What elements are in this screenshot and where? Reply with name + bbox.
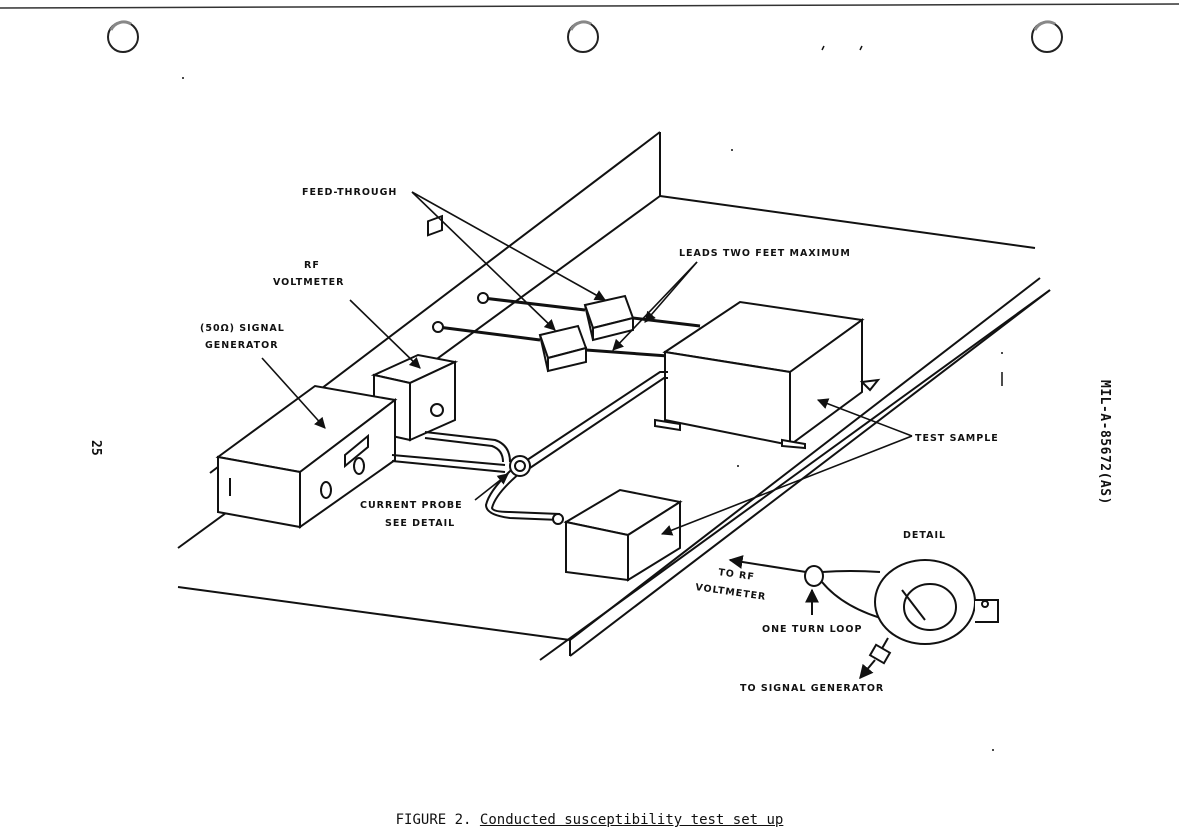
label-rf-voltmeter-1: RF xyxy=(304,260,320,271)
binder-hole-left xyxy=(107,20,139,53)
leader-lines xyxy=(261,191,913,536)
label-signal-generator-2: GENERATOR xyxy=(205,340,279,351)
signal-generator-box xyxy=(215,384,398,529)
scan-specks xyxy=(182,45,1003,751)
test-sample-box xyxy=(654,300,881,450)
page-number: 25 xyxy=(88,440,103,456)
label-leads: LEADS TWO FEET MAXIMUM xyxy=(679,248,851,259)
load-box xyxy=(563,488,683,582)
label-current-probe-2: SEE DETAIL xyxy=(385,518,455,529)
caption-title: Conducted susceptibility test set up xyxy=(479,812,784,828)
binder-hole-center xyxy=(567,20,599,53)
label-to-rf-1: TO RF xyxy=(718,567,756,583)
figure-caption: FIGURE 2. Conducted susceptibility test … xyxy=(0,812,1179,828)
label-detail: DETAIL xyxy=(903,530,946,541)
label-signal-generator-1: (50Ω) SIGNAL xyxy=(200,323,285,334)
page-top-edge xyxy=(0,3,1179,9)
label-feed-through: FEED-THROUGH xyxy=(302,187,397,198)
caption-prefix: FIGURE 2. xyxy=(395,812,472,828)
label-rf-voltmeter-2: VOLTMETER xyxy=(273,277,344,288)
binder-hole-right xyxy=(1031,20,1063,53)
label-to-signal-generator: TO SIGNAL GENERATOR xyxy=(740,683,884,694)
feed-through-lower xyxy=(432,321,669,373)
feed-through-upper xyxy=(477,292,701,342)
label-current-probe-1: CURRENT PROBE xyxy=(360,500,463,511)
current-probe-detail xyxy=(728,555,999,680)
label-to-rf-2: VOLTMETER xyxy=(695,582,767,603)
label-test-sample: TEST SAMPLE xyxy=(915,433,999,444)
document-id: MIL-A-85672(AS) xyxy=(1097,380,1112,505)
rf-voltmeter-box xyxy=(370,214,459,442)
label-one-turn-loop: ONE TURN LOOP xyxy=(762,624,862,635)
